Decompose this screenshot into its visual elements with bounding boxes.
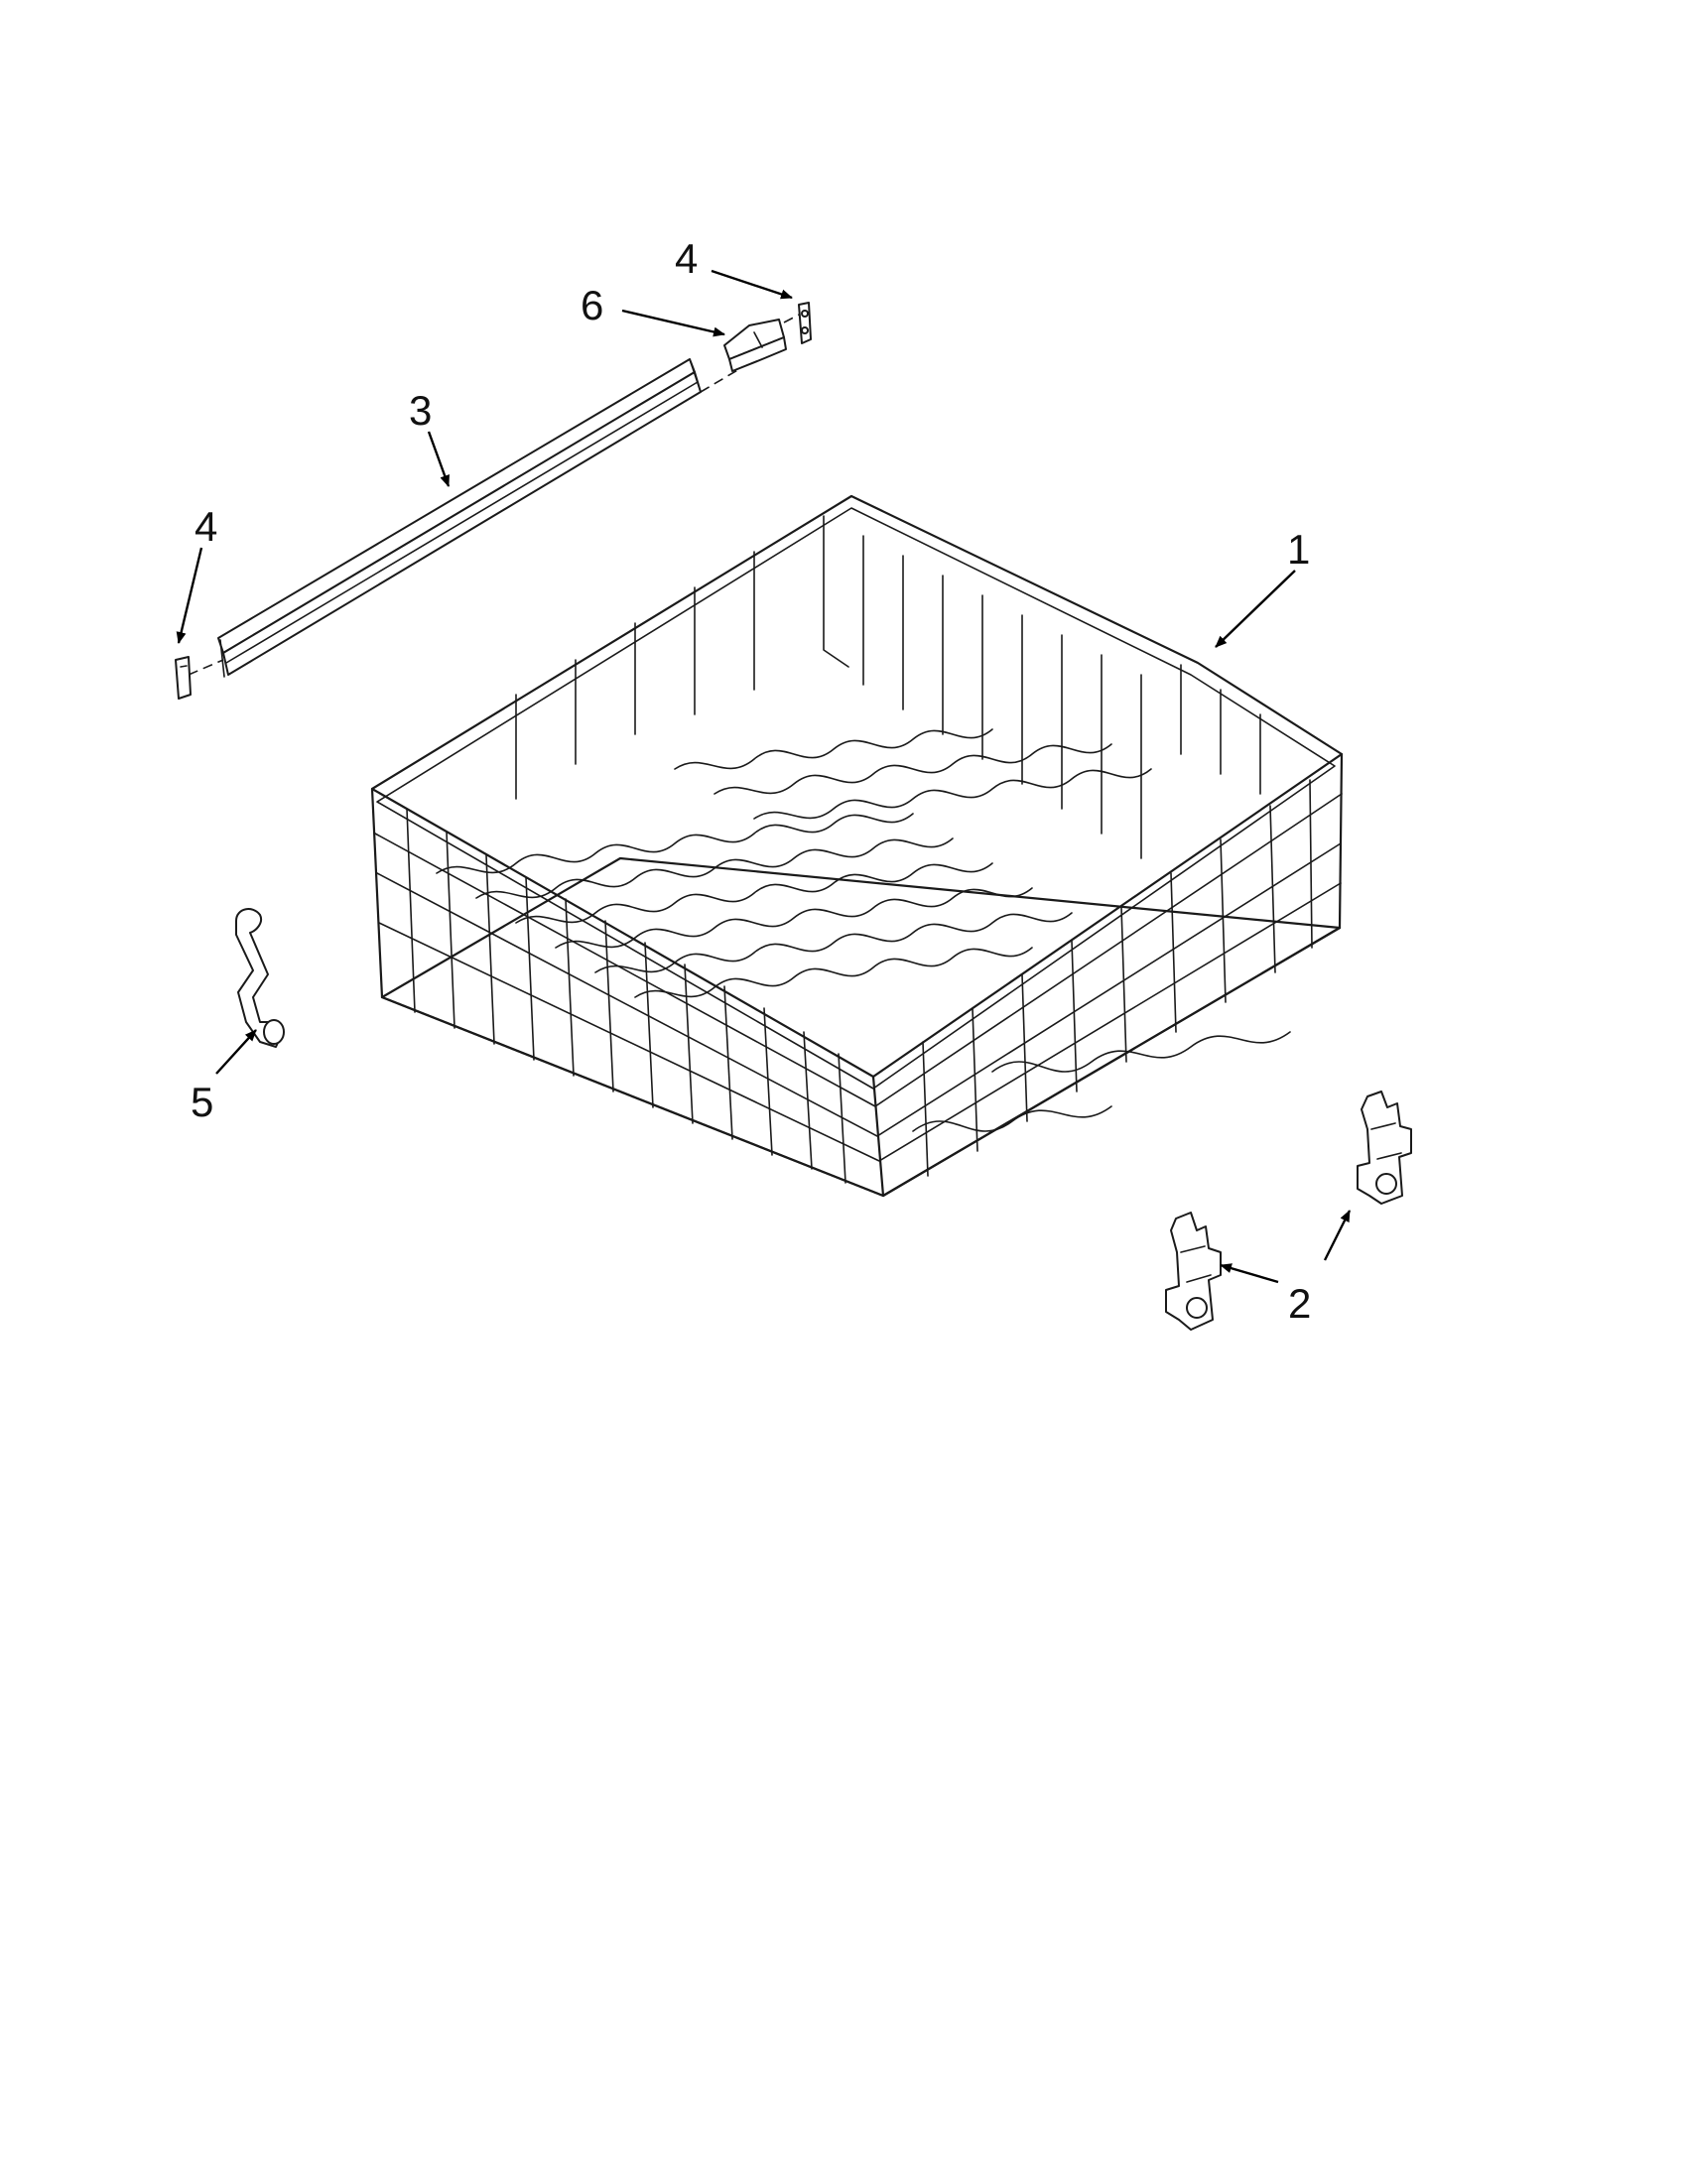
endcap-left-drawing	[175, 656, 192, 700]
callout-label-1: 1	[1287, 526, 1310, 573]
callout-label-2: 2	[1288, 1280, 1311, 1327]
clip-drawing	[723, 319, 787, 372]
callout-label-3: 3	[409, 387, 432, 434]
callout-label-5: 5	[191, 1079, 213, 1125]
endcap-right-drawing	[798, 302, 812, 344]
callout-label-6: 6	[581, 282, 603, 328]
callout-label-4-top: 4	[675, 235, 698, 282]
dishrack-drawing	[370, 494, 1344, 1198]
roller-left-drawing	[1165, 1212, 1222, 1331]
wheel-arm-drawing	[235, 908, 285, 1048]
callout-label-4-left: 4	[195, 503, 217, 550]
assembly-line-left	[188, 659, 224, 676]
roller-right-drawing	[1357, 1091, 1412, 1205]
rail-drawing	[217, 358, 702, 678]
callout-arrows	[176, 269, 1352, 1284]
assembly-line-right	[700, 368, 740, 393]
